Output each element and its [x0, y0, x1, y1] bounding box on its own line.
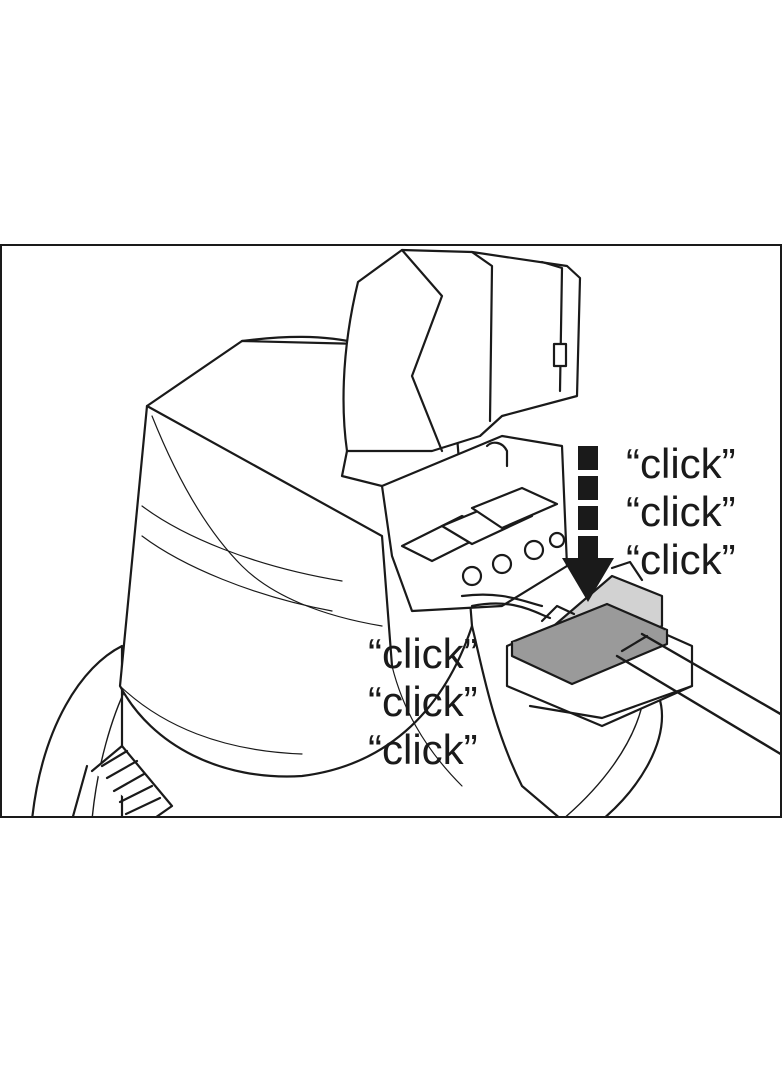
- click-label: “click”: [368, 678, 478, 725]
- cable-icon: [615, 632, 780, 756]
- illustration-frame: [0, 244, 782, 818]
- connector-plug-icon: [505, 560, 694, 728]
- click-label: “click”: [626, 488, 736, 535]
- click-labels-left: “click” “click” “click”: [368, 630, 478, 774]
- terminal-block-icon: [380, 434, 569, 620]
- click-label: “click”: [626, 440, 736, 487]
- click-label: “click”: [368, 630, 478, 677]
- click-labels-right: “click” “click” “click”: [626, 440, 736, 584]
- click-label: “click”: [626, 536, 736, 583]
- down-arrow-icon: [562, 446, 614, 602]
- spring-clip-icon: [71, 744, 174, 816]
- click-label: “click”: [368, 726, 478, 773]
- luminaire-drawing: [31, 248, 780, 816]
- junction-cover-icon: [340, 248, 582, 488]
